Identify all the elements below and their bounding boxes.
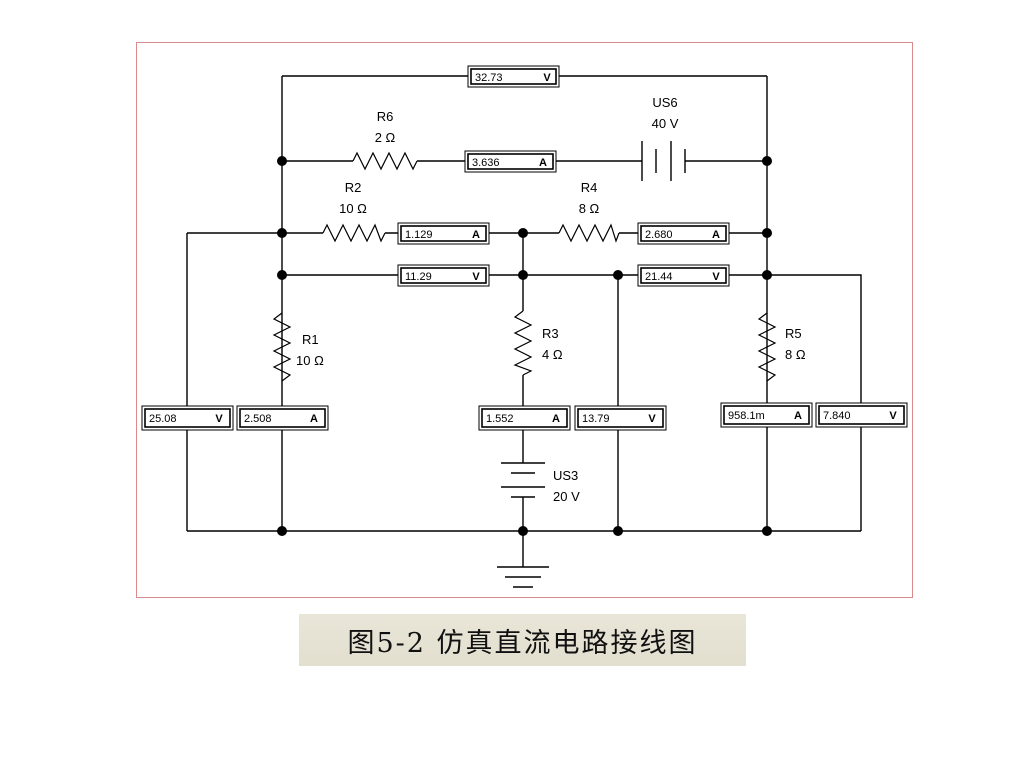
us3-name: US3 bbox=[553, 468, 578, 483]
voltmeter-mid-right: 21.44 V bbox=[637, 264, 730, 287]
r5-name: R5 bbox=[785, 326, 802, 341]
meter-value: 2.680 bbox=[645, 229, 673, 241]
ammeter-r4: 2.680 A bbox=[637, 222, 730, 245]
meter-unit: V bbox=[889, 410, 897, 422]
us3-value: 20 V bbox=[553, 489, 580, 504]
meter-value: 1.129 bbox=[405, 229, 433, 241]
node bbox=[277, 270, 287, 280]
meter-value: 25.08 bbox=[149, 413, 177, 425]
voltmeter-mid-left: 11.29 V bbox=[397, 264, 490, 287]
ground-icon bbox=[497, 566, 549, 588]
node bbox=[277, 156, 287, 166]
r2-value: 10 Ω bbox=[339, 201, 367, 216]
battery-us3 bbox=[501, 462, 545, 498]
meter-unit: V bbox=[543, 72, 551, 84]
resistor-r4 bbox=[558, 223, 620, 243]
meter-unit: V bbox=[215, 413, 223, 425]
r3-name: R3 bbox=[542, 326, 559, 341]
ammeter-r5: 958.1m A bbox=[720, 402, 813, 428]
meter-value: 958.1m bbox=[728, 410, 765, 422]
node bbox=[762, 228, 772, 238]
battery-us6 bbox=[641, 141, 686, 181]
r4-name: R4 bbox=[581, 180, 598, 195]
node bbox=[762, 156, 772, 166]
node bbox=[613, 270, 623, 280]
node bbox=[518, 270, 528, 280]
figure-caption: 图5-2 仿真直流电路接线图 bbox=[299, 614, 746, 666]
meter-unit: A bbox=[472, 229, 480, 241]
resistor-r6 bbox=[352, 151, 418, 171]
meter-value: 11.29 bbox=[405, 271, 432, 283]
ammeter-r6: 3.636 A bbox=[464, 150, 557, 173]
resistor-r1 bbox=[272, 312, 292, 382]
meter-value: 7.840 bbox=[823, 410, 851, 422]
node bbox=[277, 526, 287, 536]
meter-unit: A bbox=[712, 229, 720, 241]
node bbox=[518, 526, 528, 536]
meter-unit: A bbox=[539, 157, 547, 169]
node bbox=[518, 228, 528, 238]
caption-text: 图5-2 仿真直流电路接线图 bbox=[347, 627, 698, 659]
r3-value: 4 Ω bbox=[542, 347, 563, 362]
r5-value: 8 Ω bbox=[785, 347, 806, 362]
meter-value: 2.508 bbox=[244, 413, 272, 425]
junction-nodes bbox=[277, 156, 772, 536]
resistor-r5 bbox=[757, 312, 777, 382]
meter-value: 13.79 bbox=[582, 413, 610, 425]
meter-value: 32.73 bbox=[475, 72, 503, 84]
us6-value: 40 V bbox=[652, 116, 679, 131]
ammeter-r1: 2.508 A bbox=[236, 405, 329, 431]
voltmeter-center: 13.79 V bbox=[574, 405, 667, 431]
us6-name: US6 bbox=[652, 95, 677, 110]
ammeter-r3: 1.552 A bbox=[478, 405, 571, 431]
r2-name: R2 bbox=[345, 180, 362, 195]
resistor-r2 bbox=[322, 223, 386, 243]
meter-unit: V bbox=[648, 413, 656, 425]
meter-value: 21.44 bbox=[645, 271, 673, 283]
node bbox=[613, 526, 623, 536]
r4-value: 8 Ω bbox=[579, 201, 600, 216]
ammeter-r2: 1.129 A bbox=[397, 222, 490, 245]
meter-unit: A bbox=[794, 410, 802, 422]
voltmeter-right: 7.840 V bbox=[815, 402, 908, 428]
meter-unit: A bbox=[552, 413, 560, 425]
meter-value: 1.552 bbox=[486, 413, 514, 425]
node bbox=[277, 228, 287, 238]
voltmeter-left: 25.08 V bbox=[141, 405, 234, 431]
r6-name: R6 bbox=[377, 109, 394, 124]
node bbox=[762, 526, 772, 536]
voltmeter-top: 32.73 V bbox=[467, 65, 560, 88]
meter-unit: V bbox=[472, 271, 480, 283]
node bbox=[762, 270, 772, 280]
resistor-r3 bbox=[513, 310, 533, 376]
r1-value: 10 Ω bbox=[296, 353, 324, 368]
meter-unit: A bbox=[310, 413, 318, 425]
schematic-frame: R6 2 Ω US6 40 V R2 10 Ω R4 8 Ω R1 10 Ω R… bbox=[136, 42, 913, 598]
meter-unit: V bbox=[712, 271, 720, 283]
r6-value: 2 Ω bbox=[375, 130, 396, 145]
r1-name: R1 bbox=[302, 332, 319, 347]
circuit-schematic: R6 2 Ω US6 40 V R2 10 Ω R4 8 Ω R1 10 Ω R… bbox=[141, 65, 908, 588]
meter-value: 3.636 bbox=[472, 157, 500, 169]
